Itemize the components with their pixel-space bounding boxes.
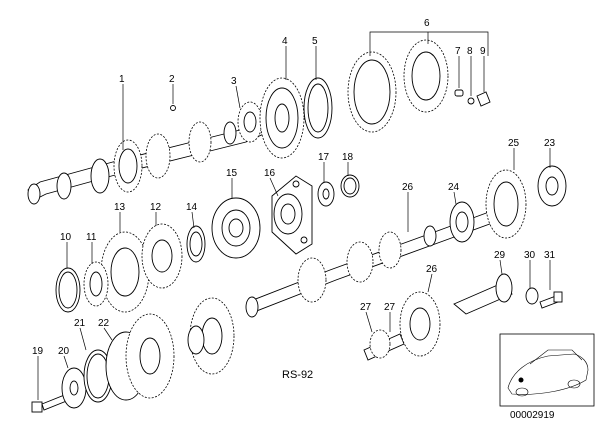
label-10: 10 [60,232,72,243]
gear-12 [141,223,183,289]
label-9: 9 [480,46,486,57]
label-24: 24 [448,182,460,193]
label-18: 18 [342,152,354,163]
label-11: 11 [86,232,97,243]
label-4: 4 [282,36,288,47]
bearing-15 [211,197,261,259]
label-8: 8 [467,46,473,57]
label-26-countershaft: 26 [402,182,414,193]
label-5: 5 [312,36,318,47]
label-3: 3 [231,76,237,87]
washer-30 [525,287,539,305]
bearing-24 [449,201,475,243]
vehicle-thumbnail: 00002919 [499,333,595,421]
label-6: 6 [424,18,430,29]
label-12: 12 [150,202,162,213]
needle-bearing-3 [237,101,263,143]
idler-shaft-27 [363,329,405,361]
main-shaft [27,121,269,205]
spring-7 [454,89,464,97]
gear-13 [100,231,150,313]
circlip-10 [55,267,81,313]
countershaft [245,207,507,318]
label-31: 31 [544,250,556,261]
part-labels: 1 2 3 4 5 6 7 8 9 10 11 12 13 14 15 16 1… [32,18,556,357]
label-21: 21 [74,318,86,329]
label-17: 17 [318,152,330,163]
label-26-idler: 26 [426,264,438,275]
washer-17 [317,181,335,207]
circlip-21 [83,349,113,403]
car-icon [507,349,589,397]
label-13: 13 [114,202,126,213]
label-2: 2 [169,74,175,85]
circlip-18 [340,174,360,198]
ball-2 [170,105,176,111]
section-reference: RS-92 [282,369,313,381]
label-19: 19 [32,346,44,357]
label-22: 22 [98,318,110,329]
gear-reverse [187,297,235,375]
label-14: 14 [186,202,198,213]
label-27-a: 27 [360,302,372,313]
gear-4 [259,77,305,159]
label-20: 20 [58,346,70,357]
shaft-29 [453,273,513,315]
label-15: 15 [226,168,238,179]
needle-bearing-11 [83,261,109,307]
ring-14 [186,225,206,263]
shift-piece-9 [476,91,491,107]
label-29: 29 [494,250,506,261]
washer-20 [61,367,87,409]
bearing-plate-16 [271,175,313,255]
idler-gear-28 [399,291,441,357]
ball-8 [467,97,475,105]
label-30: 30 [524,250,536,261]
bearing-23 [537,165,567,207]
label-1: 1 [119,74,125,85]
gear-22 [105,313,175,401]
gear-25 [485,169,527,239]
label-16: 16 [264,168,276,179]
label-7: 7 [455,46,461,57]
bolt-31 [539,291,563,309]
ring-5 [303,77,333,139]
synchro-assembly-6 [347,39,449,133]
image-code: 00002919 [510,410,555,421]
label-27-b: 27 [384,302,396,313]
label-23: 23 [544,138,556,149]
leader-lines [37,31,551,400]
label-25: 25 [508,138,520,149]
